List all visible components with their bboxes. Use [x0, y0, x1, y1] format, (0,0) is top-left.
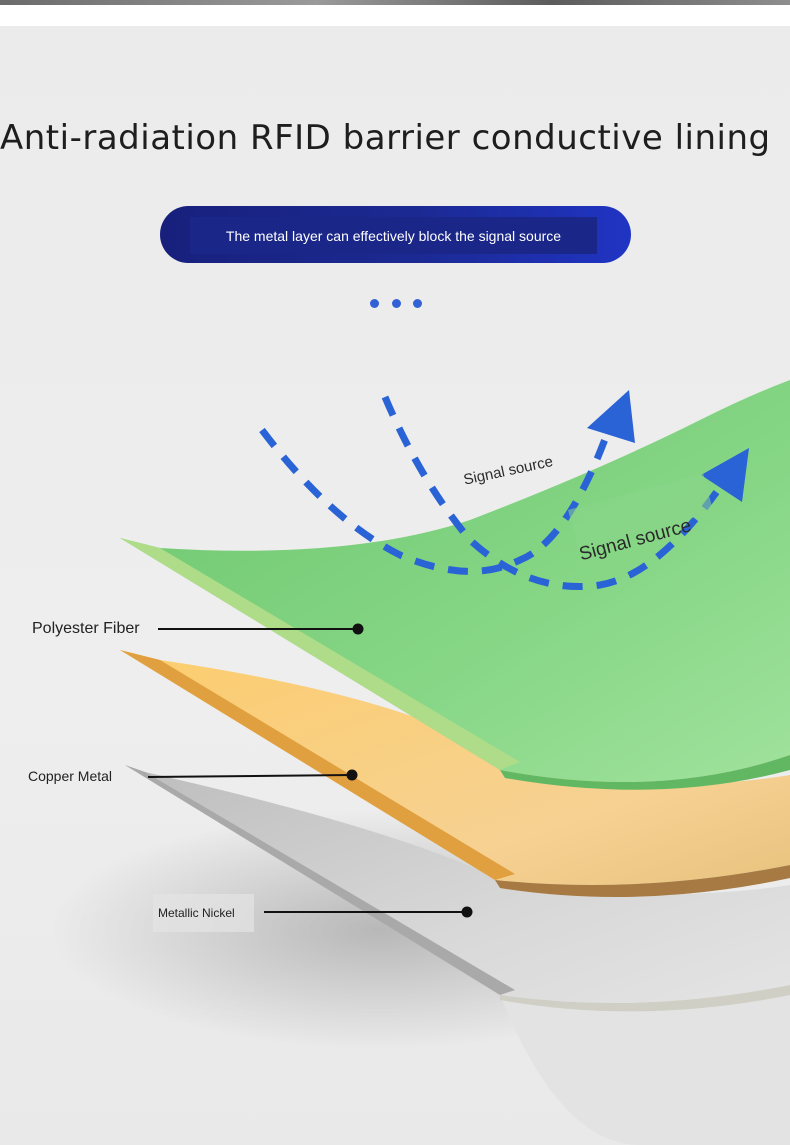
- metallic-nickel-label: Metallic Nickel: [153, 894, 254, 932]
- polyester-marker: [352, 623, 364, 635]
- polyester-layer: [120, 380, 790, 782]
- copper-bevel: [120, 650, 515, 880]
- banner-text: The metal layer can effectively block th…: [190, 217, 597, 254]
- nickel-marker: [461, 906, 473, 918]
- dot: [391, 299, 401, 308]
- nickel-layer: [125, 765, 790, 1145]
- top-photo-strip: [0, 0, 790, 5]
- copper-metal-label: Copper Metal: [28, 768, 113, 784]
- page-title: Anti-radiation RFID barrier conductive l…: [0, 118, 771, 158]
- polyester-edge: [500, 755, 790, 790]
- signal-path-2: [381, 395, 728, 591]
- divider-band: [0, 5, 790, 26]
- copper-edge: [495, 865, 790, 897]
- signal-arrowhead-1: [587, 390, 635, 443]
- copper-leader: [147, 774, 353, 778]
- dot: [413, 299, 422, 308]
- polyester-bevel: [120, 538, 520, 770]
- nickel-layer-top: [125, 765, 790, 1003]
- signal-arrowhead-2: [701, 448, 749, 502]
- copper-marker: [346, 769, 358, 781]
- dot: [370, 299, 379, 308]
- polyester-fiber-label: Polyester Fiber: [32, 620, 140, 637]
- copper-layer: [120, 650, 790, 885]
- nickel-bevel: [125, 765, 515, 995]
- ellipsis-dots: [370, 299, 422, 311]
- nickel-layer-edge: [500, 985, 790, 1012]
